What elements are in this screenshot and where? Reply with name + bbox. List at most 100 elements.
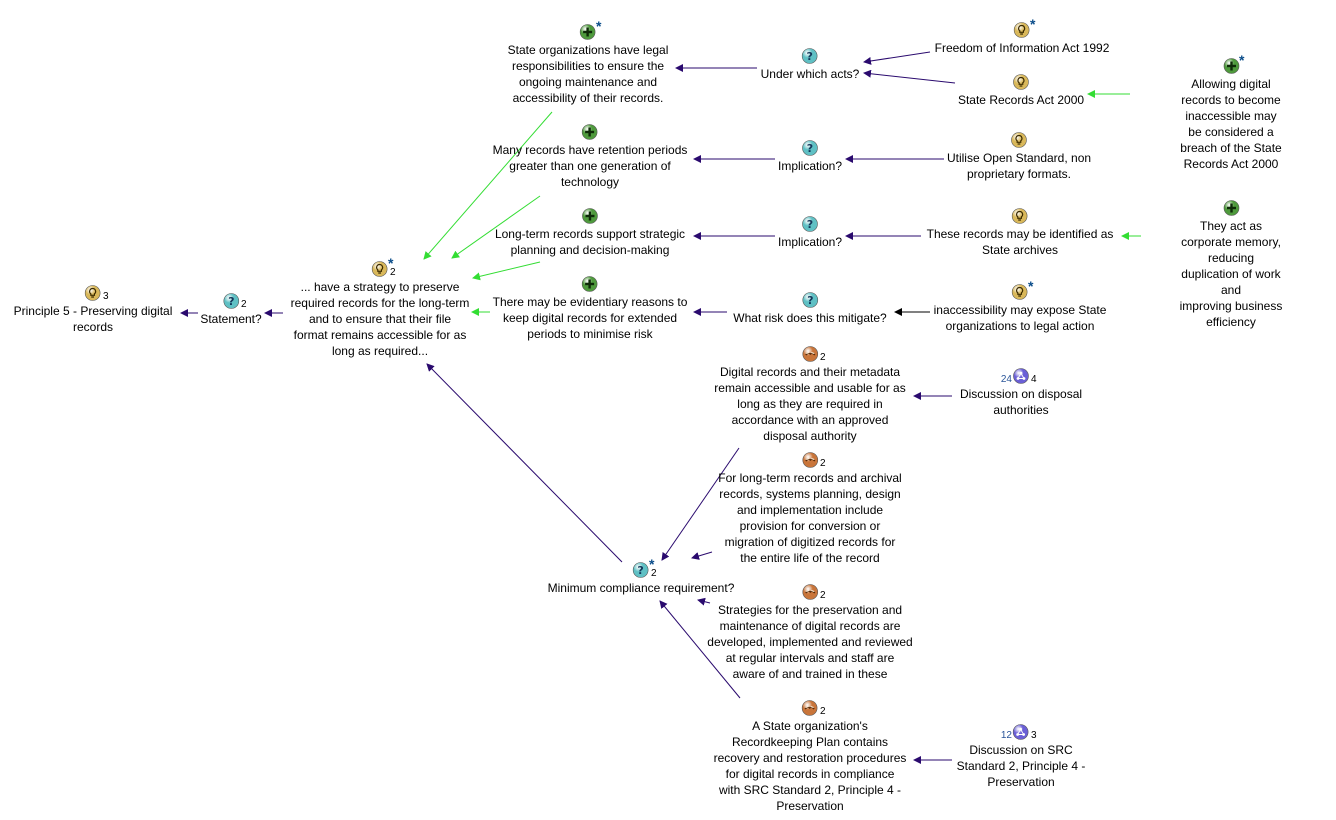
svg-text:?: ? (807, 294, 813, 307)
transclusion-star-icon: * (649, 556, 655, 572)
node-icon-row: * (1179, 52, 1284, 76)
node-label: Under which acts? (760, 67, 860, 81)
node-count: 2 (820, 458, 826, 469)
node-count: 2 (241, 299, 247, 310)
node-label: inaccessibility may expose State organiz… (933, 303, 1107, 333)
node-icon-row (927, 208, 1114, 226)
node-implication-question-1[interactable]: ? Implication? (778, 140, 842, 174)
node-icon-row (947, 132, 1091, 150)
node-legal-responsibilities-pro[interactable]: * State organizations have legal responsi… (507, 18, 669, 106)
link-metadata-to-minimum (661, 447, 740, 561)
node-icon-row: *2 (291, 255, 470, 279)
node-retention-periods-pro[interactable]: Many records have retention periods grea… (492, 124, 688, 190)
node-label: Many records have retention periods grea… (492, 143, 688, 189)
node-label: Minimum compliance requirement? (547, 581, 735, 595)
svg-text:?: ? (807, 142, 813, 155)
node-label: Utilise Open Standard, non proprietary f… (946, 151, 1092, 181)
node-icon-row: 2 (714, 700, 907, 718)
node-icon-row (493, 124, 688, 142)
node-label: Allowing digital records to become inacc… (1180, 77, 1282, 171)
node-label: Discussion on disposal authorities (959, 387, 1083, 417)
node-legal-action-idea[interactable]: * inaccessibility may expose State organi… (933, 278, 1107, 334)
node-breach-pro[interactable]: * Allowing digital records to become inac… (1179, 52, 1284, 172)
node-label: Long-term records support strategic plan… (494, 227, 686, 257)
node-icon-row: ? (778, 140, 842, 158)
node-icon-row: ? *2 (548, 556, 735, 580)
node-icon-row: ? (761, 48, 860, 66)
svg-text:?: ? (807, 218, 813, 231)
node-corporate-memory-pro[interactable]: They act as corporate memory, reducing d… (1179, 200, 1284, 330)
node-recordkeeping-plan-agreement[interactable]: 2 A State organization's Recordkeeping Pl… (713, 700, 907, 814)
node-icon-row: 2 (714, 346, 905, 364)
node-label: Strategies for the preservation and main… (707, 603, 913, 681)
node-state-archives-idea[interactable]: These records may be identified as State… (926, 208, 1114, 258)
node-icon-row: * (935, 16, 1110, 40)
node-label: Statement? (200, 312, 262, 326)
node-risk-mitigate-question[interactable]: ?What risk does this mitigate? (733, 292, 887, 326)
node-label: They act as corporate memory, reducing d… (1179, 219, 1283, 329)
node-foi-act-idea[interactable]: *Freedom of Information Act 1992 (934, 16, 1110, 56)
node-label: Principle 5 - Preserving digital records (13, 304, 173, 334)
node-count: 3 (103, 291, 109, 302)
node-icon-row (1179, 200, 1284, 218)
node-strategic-planning-pro[interactable]: Long-term records support strategic plan… (495, 208, 685, 258)
node-count: 2 (390, 267, 396, 278)
node-count: 2 (820, 590, 826, 601)
link-preservation-to-minimum (697, 597, 711, 606)
node-icon-row: 4 24 (960, 368, 1082, 386)
node-strategy-idea[interactable]: *2... have a strategy to preserve requir… (290, 255, 470, 359)
node-icon-row: * (508, 18, 669, 42)
node-which-acts-question[interactable]: ? Under which acts? (760, 48, 860, 82)
node-label: A State organization's Recordkeeping Pla… (713, 719, 907, 813)
node-icon-row: 3 (14, 285, 173, 303)
svg-text:?: ? (638, 564, 644, 577)
node-label: There may be evidentiary reasons to keep… (492, 295, 688, 341)
node-icon-row: ? (778, 216, 842, 234)
node-label: Implication? (777, 159, 843, 173)
link-strategic-to-strategy (472, 261, 541, 281)
node-child-count: 24 (1000, 374, 1012, 385)
link-foi-to-acts (863, 51, 931, 65)
link-minimum-to-strategy (426, 363, 623, 563)
node-evidentiary-reasons-pro[interactable]: There may be evidentiary reasons to keep… (492, 276, 688, 342)
node-count: 2 (651, 568, 657, 579)
node-label: Implication? (777, 235, 843, 249)
svg-text:?: ? (807, 50, 813, 63)
node-label: ... have a strategy to preserve required… (290, 280, 470, 358)
node-label: State Records Act 2000 (957, 93, 1085, 107)
transclusion-star-icon: * (1239, 52, 1245, 68)
node-label: Freedom of Information Act 1992 (934, 41, 1110, 55)
node-icon-row: 3 12 (957, 724, 1086, 742)
link-plan-to-minimum (659, 600, 741, 699)
node-icon-row: 2 (707, 584, 912, 602)
node-icon-row: ?2 (200, 293, 261, 311)
node-child-count: 12 (1000, 730, 1012, 741)
node-state-records-act-idea[interactable]: State Records Act 2000 (958, 74, 1084, 108)
node-label: State organizations have legal responsib… (507, 43, 669, 105)
transclusion-star-icon: * (596, 18, 602, 34)
node-label: For long-term records and archival recor… (718, 471, 902, 565)
node-icon-row: ? (733, 292, 886, 310)
node-count: 2 (820, 706, 826, 717)
node-count: 3 (1031, 730, 1037, 741)
transclusion-star-icon: * (1028, 278, 1034, 294)
node-label: These records may be identified as State… (926, 227, 1114, 257)
node-icon-row (958, 74, 1084, 92)
node-implication-question-2[interactable]: ? Implication? (778, 216, 842, 250)
link-sra-to-acts (863, 69, 956, 84)
node-label: Digital records and their metadata remai… (714, 365, 906, 443)
node-icon-row (493, 276, 688, 294)
node-count: 4 (1031, 374, 1037, 385)
node-open-standard-idea[interactable]: Utilise Open Standard, non proprietary f… (947, 132, 1091, 182)
node-count: 2 (820, 352, 826, 363)
node-icon-row: 2 (718, 452, 901, 470)
